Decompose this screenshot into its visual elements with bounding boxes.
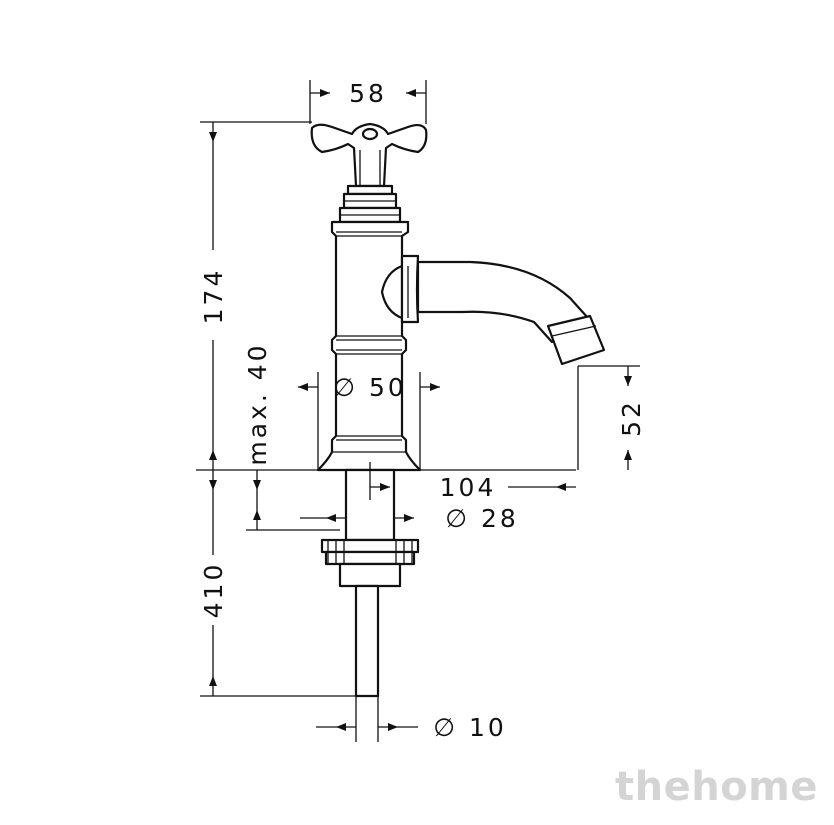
dim-shank-diameter: ∅ 28: [445, 504, 519, 533]
spout: [380, 254, 606, 366]
dim-tail-diameter: ∅ 10: [433, 713, 507, 742]
shank: [320, 468, 420, 698]
dimension-lines: [196, 80, 640, 742]
dim-handle-width: 58: [349, 79, 387, 108]
dim-max-deck: max. 40: [243, 342, 272, 465]
cross-handle: [310, 122, 428, 188]
dim-total-height: 174: [199, 268, 228, 325]
dim-body-diameter: ∅ 50: [333, 373, 407, 402]
bonnet: [338, 184, 402, 224]
dim-spout-height: 52: [617, 399, 646, 437]
watermark-logo: thehome: [615, 764, 818, 810]
dim-spout-reach: 104: [440, 473, 497, 502]
dim-shank-length: 410: [199, 562, 228, 619]
